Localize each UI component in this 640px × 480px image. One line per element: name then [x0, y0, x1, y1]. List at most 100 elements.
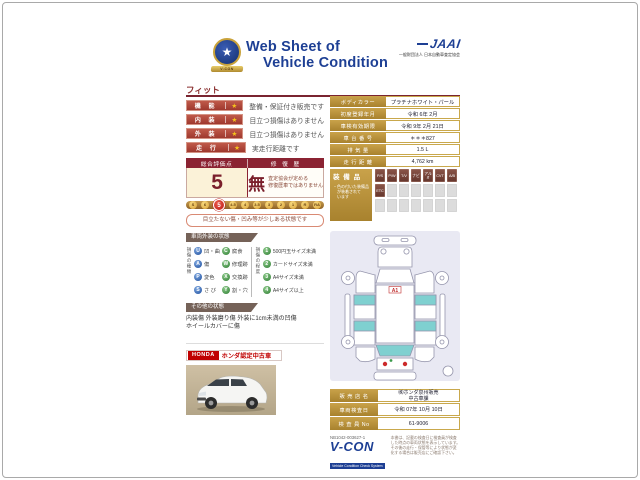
scale-dot: 4.5	[229, 201, 237, 209]
damage-code-icon: W	[221, 260, 230, 268]
section-separator	[186, 343, 324, 344]
equipment-badge-empty	[411, 184, 421, 197]
equipment-badge-empty	[423, 199, 433, 212]
table-row: 販 売 店 名 ㈱ホンダ泉州販売 中古車課	[330, 389, 460, 402]
damage-code-icon: A	[194, 260, 202, 268]
scale-dot: 4	[241, 201, 249, 209]
vehicle-condition-sheet: ★ V-CON Web Sheet of Vehicle Condition J…	[184, 36, 462, 472]
emblem-ribbon: V-CON	[210, 66, 244, 72]
score-scale: S 6 5 4.5 4 3.5 3 2 1 R RA	[186, 199, 324, 211]
scale-dot: 6	[201, 201, 209, 209]
jaai-logo: JAAI	[428, 37, 461, 51]
legend-item: X 交換跡	[221, 273, 248, 281]
rating-row-function: 機 能 ★ 整備・保証付き販売です	[186, 100, 324, 111]
other-section-banner: その他の状態	[186, 303, 258, 312]
legend-item: U 凹・曲	[194, 247, 220, 255]
condition-comment: 目立たない傷・凹み等が少しある状態です	[186, 214, 324, 227]
table-row: 排 気 量 1.5 L	[330, 144, 460, 155]
table-row: 車検有効期限 令和 9年 2月 21日	[330, 120, 460, 131]
table-row: ボディカラー プラチナホワイト・パール	[330, 96, 460, 107]
damage-type-col1: U 凹・曲 A 傷 P 変色 S さ び	[194, 247, 220, 294]
rating-text: 実走行距離です	[252, 145, 300, 153]
honda-certified-badge: HONDA ホンダ認定中古車	[186, 350, 282, 361]
table-row: 車両検査日 令和 07年 10月 10日	[330, 403, 460, 416]
serial-number: NB1042-003627-1	[330, 435, 366, 440]
rating-label: 機 能	[194, 104, 218, 110]
rating-label-box: 機 能 ★	[186, 100, 244, 111]
scale-dot: S	[189, 201, 197, 209]
footer: NB1042-003627-1 V-CON Vehicle Condition …	[330, 435, 460, 472]
header-rule	[186, 95, 460, 97]
legend-item: P 変色	[194, 273, 220, 281]
equipment-badge-empty	[399, 184, 409, 197]
right-column: ボディカラー プラチナホワイト・パール 初度登録年月 令和 6年 2月 車検有効…	[330, 96, 460, 472]
damage-code-icon: X	[221, 273, 230, 281]
equipment-badge: ナビ	[411, 169, 421, 182]
equipment-badge: A/B	[447, 169, 457, 182]
page-title-line1: Web Sheet of	[246, 39, 340, 55]
rating-label-box: 外 装 ★	[186, 128, 244, 139]
scale-dot: 1	[289, 201, 297, 209]
dealer-table: 販 売 店 名 ㈱ホンダ泉州販売 中古車課 車両検査日 令和 07年 10月 1…	[330, 389, 460, 430]
evaluation-block: 総合評価点 修 復 歴 5 無 査定協会が定める 修復歴車ではありません	[186, 158, 324, 198]
equipment-badge-empty	[423, 184, 433, 197]
legend-item: W 修理跡	[221, 260, 248, 268]
car-photo-illustration	[197, 375, 268, 412]
scale-dots: S 6 5 4.5 4 3.5 3 2 1 R RA	[186, 199, 324, 211]
equipment-badge-empty	[411, 199, 421, 212]
label-divider	[228, 144, 229, 151]
degree-code-icon: 3	[262, 273, 271, 281]
rating-label: 走 行	[196, 146, 219, 152]
star-icon: ★	[231, 130, 238, 138]
vcon-block: NB1042-003627-1 V-CON Vehicle Condition …	[330, 435, 385, 472]
honda-certified-label: ホンダ認定中古車	[221, 353, 272, 360]
equipment-note: ・色の付いた装備品 が装着されて います	[333, 184, 369, 199]
exterior-section-banner: 車両外装の状態	[186, 233, 258, 242]
overall-score: 5	[187, 168, 249, 197]
equipment-badge-empty	[447, 184, 457, 197]
rating-label: 外 装	[194, 132, 218, 138]
equipment-grid: P/S P/W T/V ナビ アルミ CVT A/B ETC	[375, 169, 457, 221]
inspection-date: 令和 07年 10月 10日	[378, 403, 460, 416]
equipment-badge: CVT	[435, 169, 445, 182]
rating-text: 目立つ損傷はありません	[249, 131, 324, 139]
label-divider	[225, 116, 227, 123]
damage-diagram-panel: A1	[330, 231, 460, 381]
rating-label: 内 装	[194, 118, 218, 124]
degree-code-icon: 1	[262, 247, 271, 255]
damage-degree-col: 1 500円玉サイズ未満 2 カードサイズ未満 3 A4サイズ未満 4 A4サイ…	[262, 247, 316, 294]
page-title: Web Sheet of Vehicle Condition	[246, 39, 388, 71]
damage-code-icon: U	[194, 247, 202, 255]
table-row: 車 台 番 号 ＊＊＊827	[330, 132, 460, 143]
honda-logo: HONDA	[188, 351, 219, 360]
rating-row-interior: 内 装 ★ 目立つ損傷はありません	[186, 114, 324, 125]
star-icon: ★	[234, 144, 240, 152]
scale-dot: 3	[265, 201, 273, 209]
damage-code-icon: Y	[221, 286, 230, 294]
scale-dot: R	[301, 201, 309, 209]
equipment-badge-empty	[387, 184, 397, 197]
legend-item: 1 500円玉サイズ未満	[262, 247, 316, 255]
table-row: 検 査 員 No 61-9006	[330, 417, 460, 430]
repair-value: 無	[248, 175, 266, 194]
equipment-badge: アルミ	[423, 169, 433, 182]
equipment-badge-empty	[447, 199, 457, 212]
legend-item: 2 カードサイズ未満	[262, 260, 316, 268]
repair-header: 修 復 歴	[270, 161, 302, 168]
scale-dot: RA	[313, 201, 321, 209]
jaai-subtitle: 一般財団法人 日本自動車査定協会	[398, 52, 460, 57]
rating-row-mileage: 走 行 ★ 実走行距離です	[186, 142, 324, 153]
equipment-badge: P/W	[387, 169, 397, 182]
legend-item: 3 A4サイズ未満	[262, 273, 316, 281]
label-divider	[225, 130, 227, 137]
legend-item: A 傷	[194, 260, 220, 268]
equipment-badge-empty	[435, 199, 445, 212]
table-row: 初度登録年月 令和 6年 2月	[330, 108, 460, 119]
vcon-logo: V-CON	[330, 439, 374, 454]
repair-note: 査定協会が定める 修復歴車ではありません	[268, 176, 323, 189]
equipment-badge: ETC	[375, 184, 385, 197]
damage-code-icon: P	[194, 273, 202, 281]
evaluation-body: 5 無 査定協会が定める 修復歴車ではありません	[186, 168, 324, 198]
equipment-section: 装 備 品 ・色の付いた装備品 が装着されて います P/S P/W T/V ナ…	[330, 169, 460, 221]
